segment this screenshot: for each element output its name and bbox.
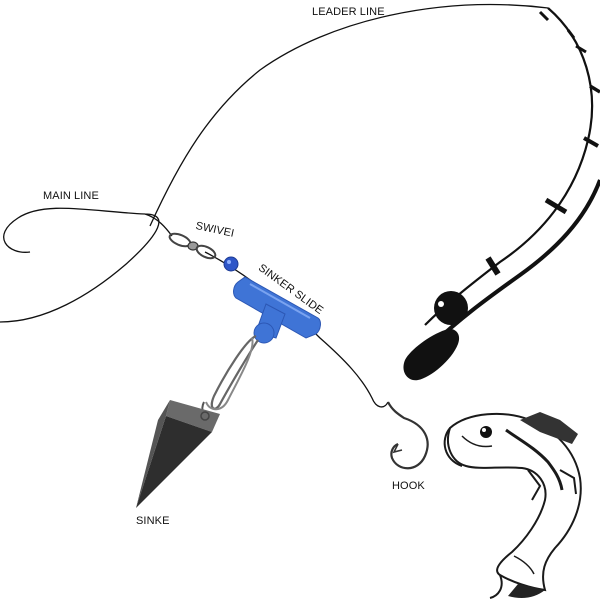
bead-icon bbox=[223, 256, 239, 272]
main-line-label: MAIN LINE bbox=[43, 190, 99, 202]
fishing-rod-icon bbox=[403, 7, 600, 381]
sinker-slide-icon bbox=[233, 276, 321, 344]
leader-line bbox=[149, 3, 549, 227]
snap-clip-icon bbox=[201, 334, 259, 418]
hook-icon bbox=[387, 401, 429, 470]
sinker-label: SINKE bbox=[136, 515, 170, 527]
bass-fish-icon bbox=[443, 412, 582, 599]
pyramid-sinker-icon bbox=[136, 400, 220, 508]
swivel-icon bbox=[168, 232, 217, 260]
main-line bbox=[0, 207, 160, 323]
leader-line-label: LEADER LINE bbox=[312, 6, 385, 18]
hook-label: HOOK bbox=[392, 480, 425, 492]
